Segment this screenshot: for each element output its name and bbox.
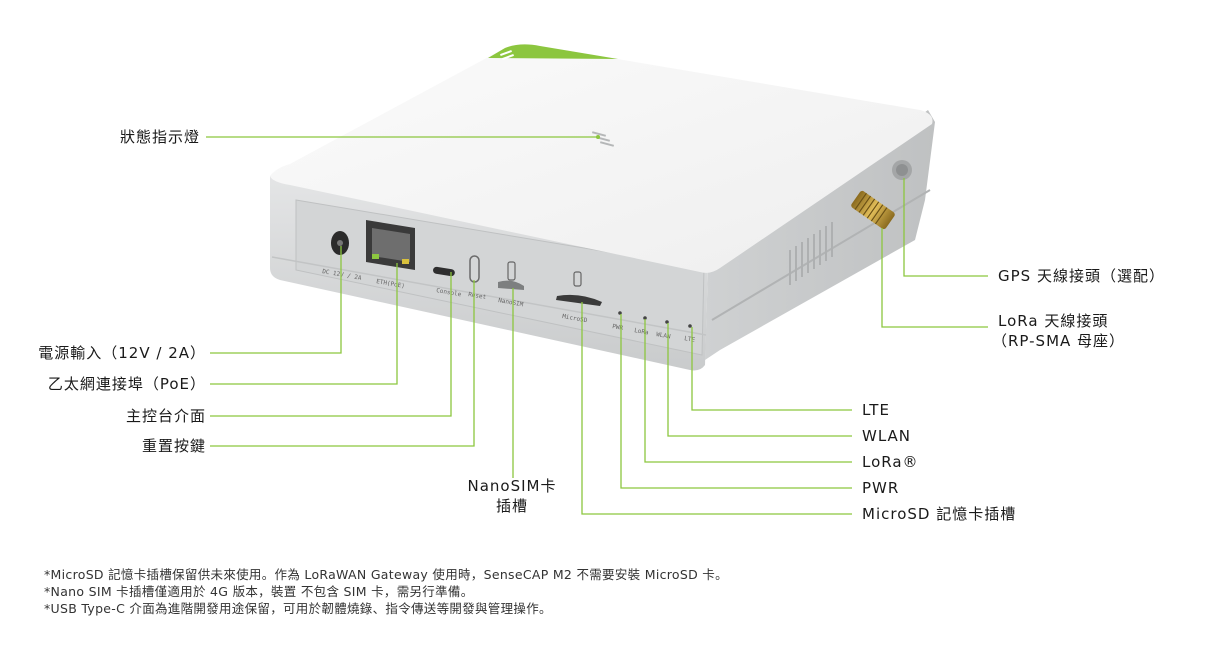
svg-text:PWR: PWR — [612, 323, 624, 332]
leader-console — [210, 272, 452, 417]
lora-antenna-connector — [851, 190, 895, 230]
footnote-usb-c: *USB Type-C 介面為進階開發用途保留，可用於韌體燒錄、指令傳送等開發與… — [44, 601, 552, 616]
leader-ethernet — [210, 263, 398, 385]
svg-text:ETH(PoE): ETH(PoE) — [376, 278, 406, 290]
leader-power — [210, 246, 342, 354]
device-side-face — [705, 110, 935, 360]
svg-text:MicroSD: MicroSD — [562, 313, 588, 324]
label-lora-led: LoRa® — [862, 453, 919, 471]
device-top-face — [270, 44, 933, 273]
svg-text:Console: Console — [436, 287, 462, 298]
leader-lora-antenna — [881, 228, 988, 328]
label-ethernet-poe: 乙太網連接埠（PoE） — [47, 375, 206, 393]
leader-pwr — [620, 314, 852, 489]
label-microsd-slot: MicroSD 記憶卡插槽 — [862, 505, 1017, 523]
leader-wlan — [667, 323, 852, 437]
svg-text:LoRa: LoRa — [634, 327, 650, 336]
label-lora-antenna-line1: LoRa 天線接頭 — [998, 312, 1109, 330]
label-gps-antenna: GPS 天線接頭（選配） — [998, 267, 1165, 285]
label-wlan: WLAN — [862, 427, 912, 445]
ethernet-port: ETH(PoE) — [366, 220, 415, 290]
leader-reset — [210, 280, 475, 447]
label-reset-button: 重置按鍵 — [141, 437, 206, 455]
label-console-interface: 主控台介面 — [125, 407, 206, 425]
nanosim-slot: NanoSIM — [498, 261, 524, 308]
leader-lora-led — [644, 319, 852, 463]
svg-text:LTE: LTE — [684, 335, 696, 344]
label-nanosim-slot-line2: 插槽 — [495, 497, 528, 515]
label-status-led: 狀態指示燈 — [119, 128, 200, 146]
label-power-input: 電源輸入（12V / 2A） — [38, 344, 206, 362]
indicator-leds: PWR LoRa WLAN LTE — [612, 311, 696, 344]
footnotes: *MicroSD 記憶卡插槽保留供未來使用。作為 LoRaWAN Gateway… — [44, 566, 728, 617]
leader-dot-status-led — [596, 135, 600, 139]
label-nanosim-slot-line1: NanoSIM卡 — [467, 477, 557, 495]
footnote-nanosim: *Nano SIM 卡插槽僅適用於 4G 版本，裝置 不包含 SIM 卡，需另行… — [44, 584, 474, 599]
leader-microsd — [581, 302, 852, 515]
label-lora-antenna-line2: （RP-SMA 母座） — [992, 332, 1126, 350]
microsd-slot: MicroSD — [556, 271, 602, 324]
usb-c-console-port: Console — [433, 266, 462, 298]
footnote-microsd: *MicroSD 記憶卡插槽保留供未來使用。作為 LoRaWAN Gateway… — [44, 567, 728, 582]
svg-text:Reset: Reset — [468, 291, 487, 301]
svg-text:WLAN: WLAN — [656, 331, 672, 340]
svg-text:NanoSIM: NanoSIM — [498, 297, 524, 308]
label-lte: LTE — [862, 401, 890, 419]
leader-gps — [903, 178, 988, 277]
leader-lte — [691, 327, 852, 411]
leader-lines — [206, 135, 988, 515]
label-pwr: PWR — [862, 479, 900, 497]
